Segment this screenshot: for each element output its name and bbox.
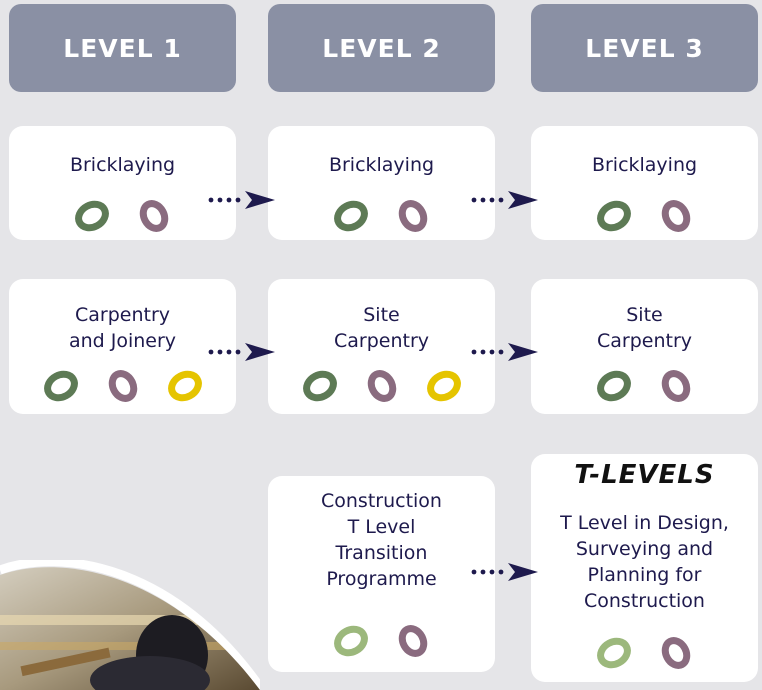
card-level2-bricklaying: Bricklaying bbox=[268, 126, 495, 240]
ring-group bbox=[531, 199, 758, 233]
level-2-header: LEVEL 2 bbox=[268, 4, 495, 92]
course-title: Bricklaying bbox=[591, 154, 698, 176]
ring-group bbox=[268, 199, 495, 233]
course-title: Bricklaying bbox=[328, 154, 435, 176]
card-level3-site-carpentry: Site Carpentry bbox=[531, 279, 758, 414]
green-ring-icon bbox=[596, 370, 631, 402]
green-ring-icon bbox=[596, 200, 631, 232]
yellow-ring-icon bbox=[167, 370, 202, 402]
arrow-row1-l1-l2 bbox=[208, 191, 275, 209]
purple-ring-icon bbox=[661, 200, 690, 232]
purple-ring-icon bbox=[139, 200, 168, 232]
student-photo bbox=[0, 560, 260, 690]
arrow-row2-l1-l2 bbox=[208, 343, 275, 361]
card-construction-transition: Construction T Level Transition Programm… bbox=[268, 476, 495, 672]
card-level1-bricklaying: Bricklaying bbox=[9, 126, 236, 240]
purple-ring-icon bbox=[108, 370, 137, 402]
green-ring-icon bbox=[74, 200, 109, 232]
card-tlevel-design: T-LEVELS T Level in Design, Surveying an… bbox=[531, 454, 758, 682]
card-level2-site-carpentry: Site Carpentry bbox=[268, 279, 495, 414]
purple-ring-icon bbox=[367, 370, 396, 402]
course-title: Site Carpentry bbox=[333, 304, 430, 352]
ring-group bbox=[531, 369, 758, 403]
green-ring-icon bbox=[43, 370, 78, 402]
course-title: Construction T Level Transition Programm… bbox=[321, 490, 442, 590]
arrow-row3-transition-tlevel bbox=[471, 563, 538, 581]
card-level1-carpentry-joinery: Carpentry and Joinery bbox=[9, 279, 236, 414]
light-green-ring-icon bbox=[333, 625, 368, 657]
ring-group bbox=[268, 369, 495, 403]
green-ring-icon bbox=[302, 370, 337, 402]
course-title: Bricklaying bbox=[69, 154, 176, 176]
light-green-ring-icon bbox=[596, 637, 631, 669]
purple-ring-icon bbox=[661, 370, 690, 402]
purple-ring-icon bbox=[661, 637, 690, 669]
course-title: T Level in Design, Surveying and Plannin… bbox=[560, 512, 729, 612]
ring-group bbox=[268, 624, 495, 658]
level-3-header: LEVEL 3 bbox=[531, 4, 758, 92]
purple-ring-icon bbox=[398, 625, 427, 657]
arrow-row1-l2-l3 bbox=[471, 191, 538, 209]
yellow-ring-icon bbox=[426, 370, 461, 402]
ring-group bbox=[531, 636, 758, 670]
ring-group bbox=[9, 369, 236, 403]
course-title: Carpentry and Joinery bbox=[68, 304, 177, 352]
course-title: Site Carpentry bbox=[596, 304, 693, 352]
ring-group bbox=[9, 199, 236, 233]
t-levels-logo: T-LEVELS bbox=[574, 460, 715, 490]
arrow-row2-l2-l3 bbox=[471, 343, 538, 361]
purple-ring-icon bbox=[398, 200, 427, 232]
level-1-header: LEVEL 1 bbox=[9, 4, 236, 92]
green-ring-icon bbox=[333, 200, 368, 232]
card-level3-bricklaying: Bricklaying bbox=[531, 126, 758, 240]
